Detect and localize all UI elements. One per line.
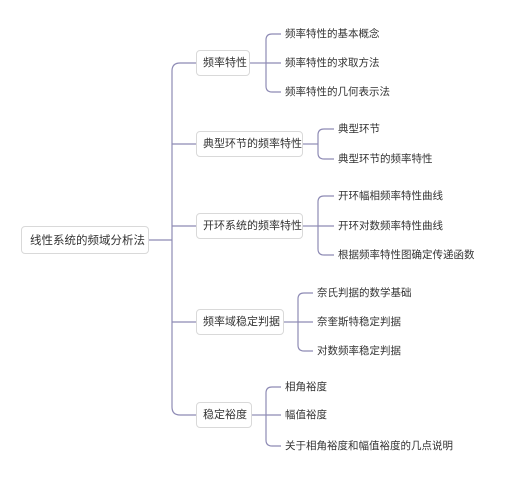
leaf-nyquist-math-basis[interactable]: 奈氏判据的数学基础 xyxy=(317,287,412,299)
leaf-typical-element[interactable]: 典型环节 xyxy=(338,123,380,135)
branch-stability-margin[interactable]: 稳定裕度 xyxy=(196,402,252,428)
branch-open-loop-frequency[interactable]: 开环系统的频率特性 xyxy=(196,213,303,239)
leaf-geometric-representation[interactable]: 频率特性的几何表示法 xyxy=(285,86,390,98)
leaf-open-loop-bode-curve[interactable]: 开环对数频率特性曲线 xyxy=(338,220,443,232)
branch-frequency-characteristic[interactable]: 频率特性 xyxy=(196,50,250,76)
leaf-log-frequency-stability-criterion[interactable]: 对数频率稳定判据 xyxy=(317,345,401,357)
leaf-transfer-function-from-plot[interactable]: 根据频率特性图确定传递函数 xyxy=(338,249,475,261)
leaf-gain-margin[interactable]: 幅值裕度 xyxy=(285,409,327,421)
branch-typical-element-frequency[interactable]: 典型环节的频率特性 xyxy=(196,131,303,157)
leaf-basic-concept[interactable]: 频率特性的基本概念 xyxy=(285,28,380,40)
leaf-derivation-method[interactable]: 频率特性的求取方法 xyxy=(285,57,380,69)
leaf-phase-margin[interactable]: 相角裕度 xyxy=(285,381,327,393)
leaf-margin-notes[interactable]: 关于相角裕度和幅值裕度的几点说明 xyxy=(285,440,453,452)
branch-frequency-stability-criterion[interactable]: 频率域稳定判据 xyxy=(196,309,284,335)
leaf-nyquist-stability-criterion[interactable]: 奈奎斯特稳定判据 xyxy=(317,316,401,328)
leaf-open-loop-nyquist-curve[interactable]: 开环幅相频率特性曲线 xyxy=(338,190,443,202)
root-topic[interactable]: 线性系统的频域分析法 xyxy=(21,226,149,254)
leaf-typical-element-frequency[interactable]: 典型环节的频率特性 xyxy=(338,153,433,165)
